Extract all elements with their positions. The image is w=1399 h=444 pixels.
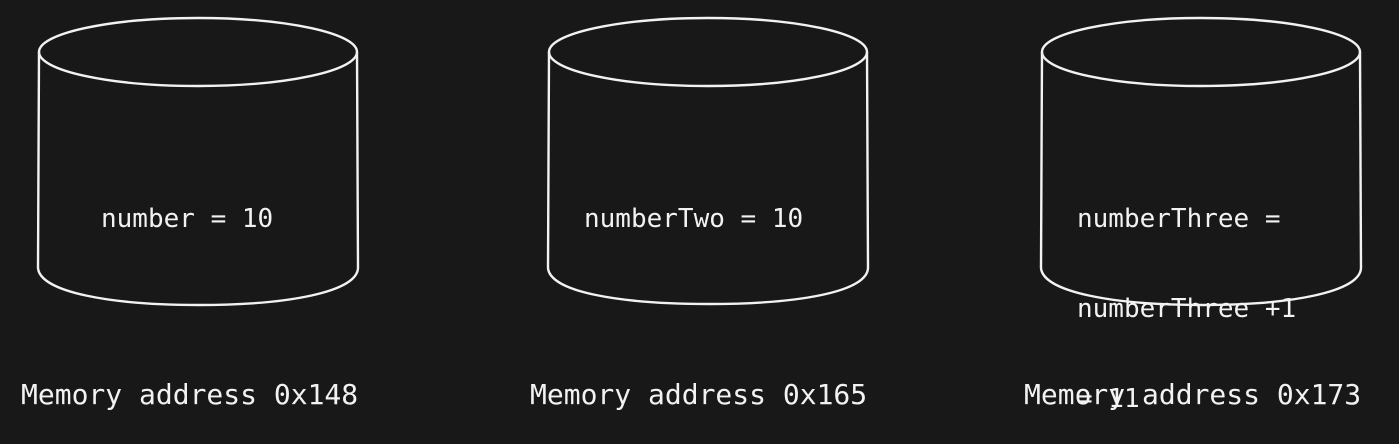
cylinder-2-label: numberTwo = 10 — [584, 144, 803, 264]
cylinder-body-1 — [36, 50, 360, 307]
cylinder-1-line-1: number = 10 — [101, 204, 274, 234]
memory-cylinder-2 — [546, 16, 870, 306]
cylinder-3-line-2: numberThree +1 — [1077, 294, 1297, 324]
cylinder-top-2 — [547, 16, 869, 88]
cylinder-3-line-3: = 11 — [1077, 384, 1140, 414]
memory-cylinder-1 — [36, 16, 360, 307]
cylinder-top-1 — [37, 16, 359, 88]
cylinder-2-line-1: numberTwo = 10 — [584, 204, 804, 234]
cylinder-body-2 — [546, 50, 870, 306]
cylinder-top-3 — [1040, 16, 1362, 88]
memory-address-2: Memory address 0x165 — [530, 378, 868, 411]
memory-cylinder-3 — [1039, 16, 1363, 307]
cylinder-1-label: number = 10 — [101, 144, 273, 264]
memory-address-3: Memory address 0x173 — [1024, 378, 1362, 411]
cylinder-3-line-1: numberThree = — [1077, 204, 1281, 234]
memory-address-1: Memory address 0x148 — [21, 378, 359, 411]
cylinder-body-3 — [1039, 50, 1363, 307]
cylinder-3-label: numberThree = numberThree +1 = 11 — [1077, 144, 1296, 444]
